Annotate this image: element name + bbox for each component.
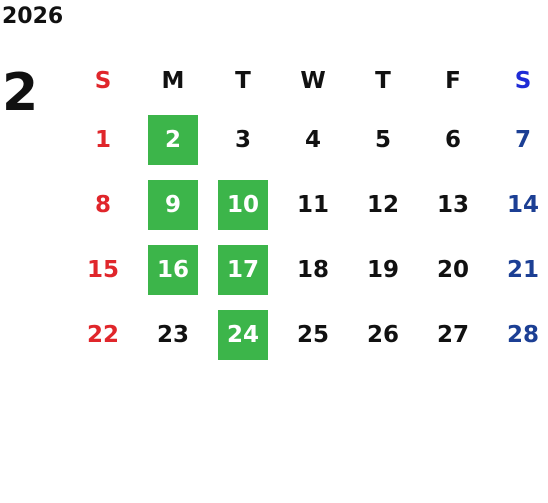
weekday-tuesday: T bbox=[235, 68, 251, 94]
weekday-sunday: S bbox=[94, 68, 112, 94]
day-cell[interactable]: 3 bbox=[234, 126, 251, 153]
day-cell[interactable]: 14 bbox=[506, 191, 539, 218]
day-cell-highlighted[interactable]: 24 bbox=[208, 309, 278, 360]
month-label: 2 bbox=[2, 63, 39, 123]
day-cell[interactable]: 20 bbox=[436, 256, 469, 283]
week-row: 22 23 24 25 26 27 28 bbox=[68, 302, 548, 367]
day-cell[interactable]: 25 bbox=[296, 321, 329, 348]
day-cell[interactable]: 4 bbox=[304, 126, 321, 153]
day-cell[interactable]: 13 bbox=[436, 191, 469, 218]
day-cell[interactable]: 12 bbox=[366, 191, 399, 218]
day-cell-highlighted[interactable]: 16 bbox=[138, 244, 208, 295]
day-cell[interactable]: 15 bbox=[86, 256, 119, 283]
day-cell[interactable]: 21 bbox=[506, 256, 539, 283]
day-cell[interactable]: 28 bbox=[506, 321, 539, 348]
day-cell[interactable]: 8 bbox=[94, 191, 111, 218]
day-cell-highlighted[interactable]: 17 bbox=[208, 244, 278, 295]
week-row: 8 9 10 11 12 13 14 bbox=[68, 172, 548, 237]
week-row: 1 2 3 4 5 6 7 bbox=[68, 107, 548, 172]
year-label: 2026 bbox=[2, 4, 64, 29]
day-cell[interactable]: 19 bbox=[366, 256, 399, 283]
weekday-monday: M bbox=[161, 68, 185, 94]
day-cell[interactable]: 1 bbox=[94, 126, 111, 153]
weekday-thursday: T bbox=[375, 68, 391, 94]
day-cell[interactable]: 27 bbox=[436, 321, 469, 348]
weekday-saturday: S bbox=[514, 68, 532, 94]
day-cell[interactable]: 18 bbox=[296, 256, 329, 283]
day-cell[interactable]: 5 bbox=[374, 126, 391, 153]
week-row: 15 16 17 18 19 20 21 bbox=[68, 237, 548, 302]
day-cell[interactable]: 11 bbox=[296, 191, 329, 218]
day-cell-highlighted[interactable]: 10 bbox=[208, 179, 278, 230]
day-cell[interactable]: 6 bbox=[444, 126, 461, 153]
calendar-grid: S M T W T F S 1 2 3 4 5 6 7 8 9 10 11 12… bbox=[68, 55, 548, 367]
day-cell[interactable]: 23 bbox=[156, 321, 189, 348]
weekday-friday: F bbox=[445, 68, 461, 94]
day-cell-highlighted[interactable]: 2 bbox=[138, 114, 208, 165]
day-cell[interactable]: 7 bbox=[514, 126, 531, 153]
day-cell[interactable]: 26 bbox=[366, 321, 399, 348]
weekday-wednesday: W bbox=[300, 68, 326, 94]
weekday-header-row: S M T W T F S bbox=[68, 55, 548, 107]
day-cell[interactable]: 22 bbox=[86, 321, 119, 348]
day-cell-highlighted[interactable]: 9 bbox=[138, 179, 208, 230]
